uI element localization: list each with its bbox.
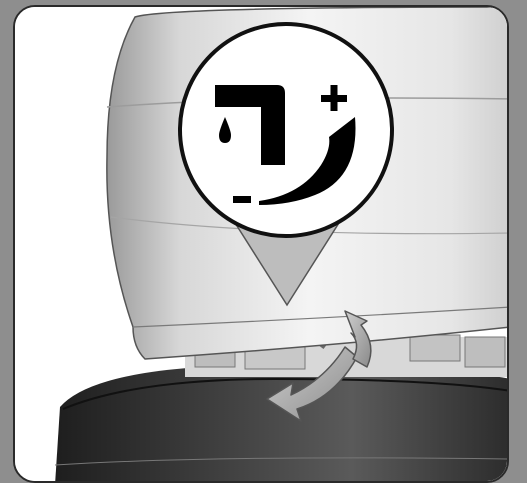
illustration-canvas bbox=[15, 7, 509, 483]
faucet-base bbox=[55, 365, 509, 483]
instruction-panel bbox=[13, 5, 509, 483]
minus-icon bbox=[233, 196, 251, 203]
callout-circle bbox=[180, 24, 392, 236]
